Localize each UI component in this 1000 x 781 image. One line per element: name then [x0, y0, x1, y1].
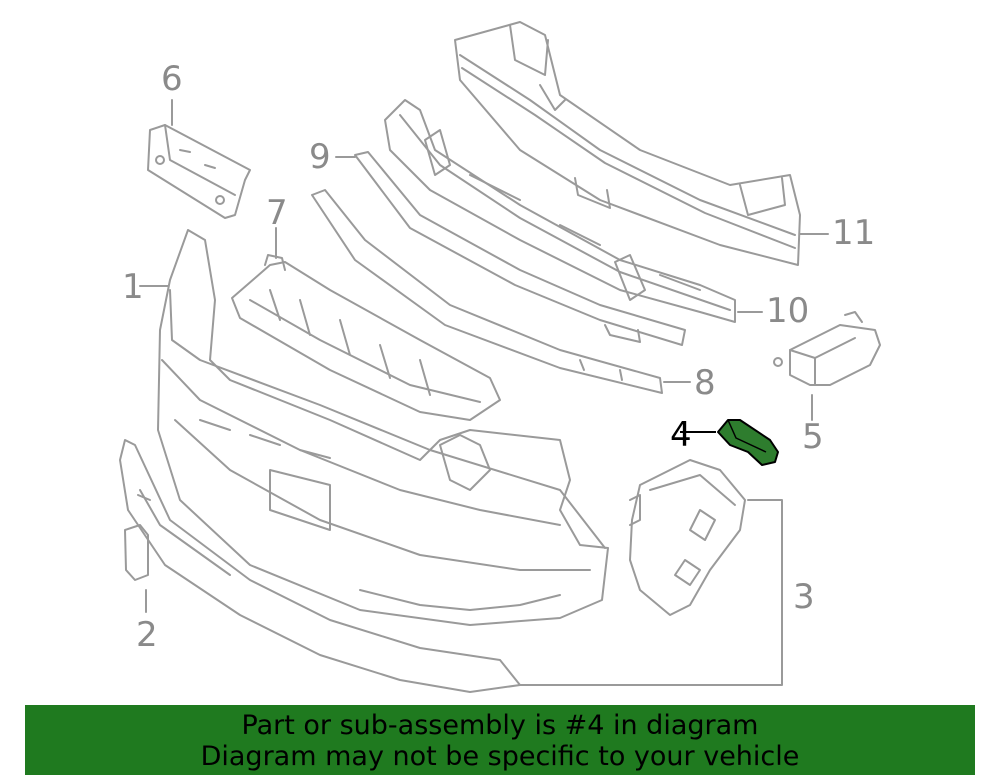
info-banner: Part or sub-assembly is #4 in diagram Di… [25, 705, 975, 775]
part-2-clip [124, 524, 149, 581]
part-8-lower-strip [311, 189, 663, 394]
part-1-bumper-cover [157, 229, 609, 626]
part-5-module [773, 311, 881, 386]
callout-8: 8 [694, 363, 716, 403]
callout-7: 7 [266, 193, 288, 233]
part-9-strip [354, 151, 686, 346]
part-7-under-tray [231, 254, 501, 421]
callout-3: 3 [793, 577, 815, 617]
callout-11: 11 [832, 213, 876, 253]
callout-9: 9 [309, 137, 331, 177]
part-6-bracket [147, 124, 251, 219]
part-2-lower-lip [119, 439, 521, 693]
callout-5: 5 [802, 417, 824, 457]
callout-1: 1 [122, 267, 144, 307]
part-10-energy-absorber [384, 99, 736, 323]
callout-4: 4 [670, 415, 692, 455]
parts-diagram [119, 21, 881, 693]
leader-lines [139, 99, 829, 686]
banner-line-2: Diagram may not be specific to your vehi… [200, 741, 800, 772]
callout-2: 2 [136, 615, 158, 655]
callout-6: 6 [161, 59, 183, 99]
part-4-highlighted [680, 419, 779, 466]
part-11-reinforcement-beam [454, 21, 801, 266]
banner-line-1: Part or sub-assembly is #4 in diagram [241, 710, 759, 741]
part-3-side-bracket [629, 459, 746, 616]
callout-10: 10 [766, 291, 810, 331]
